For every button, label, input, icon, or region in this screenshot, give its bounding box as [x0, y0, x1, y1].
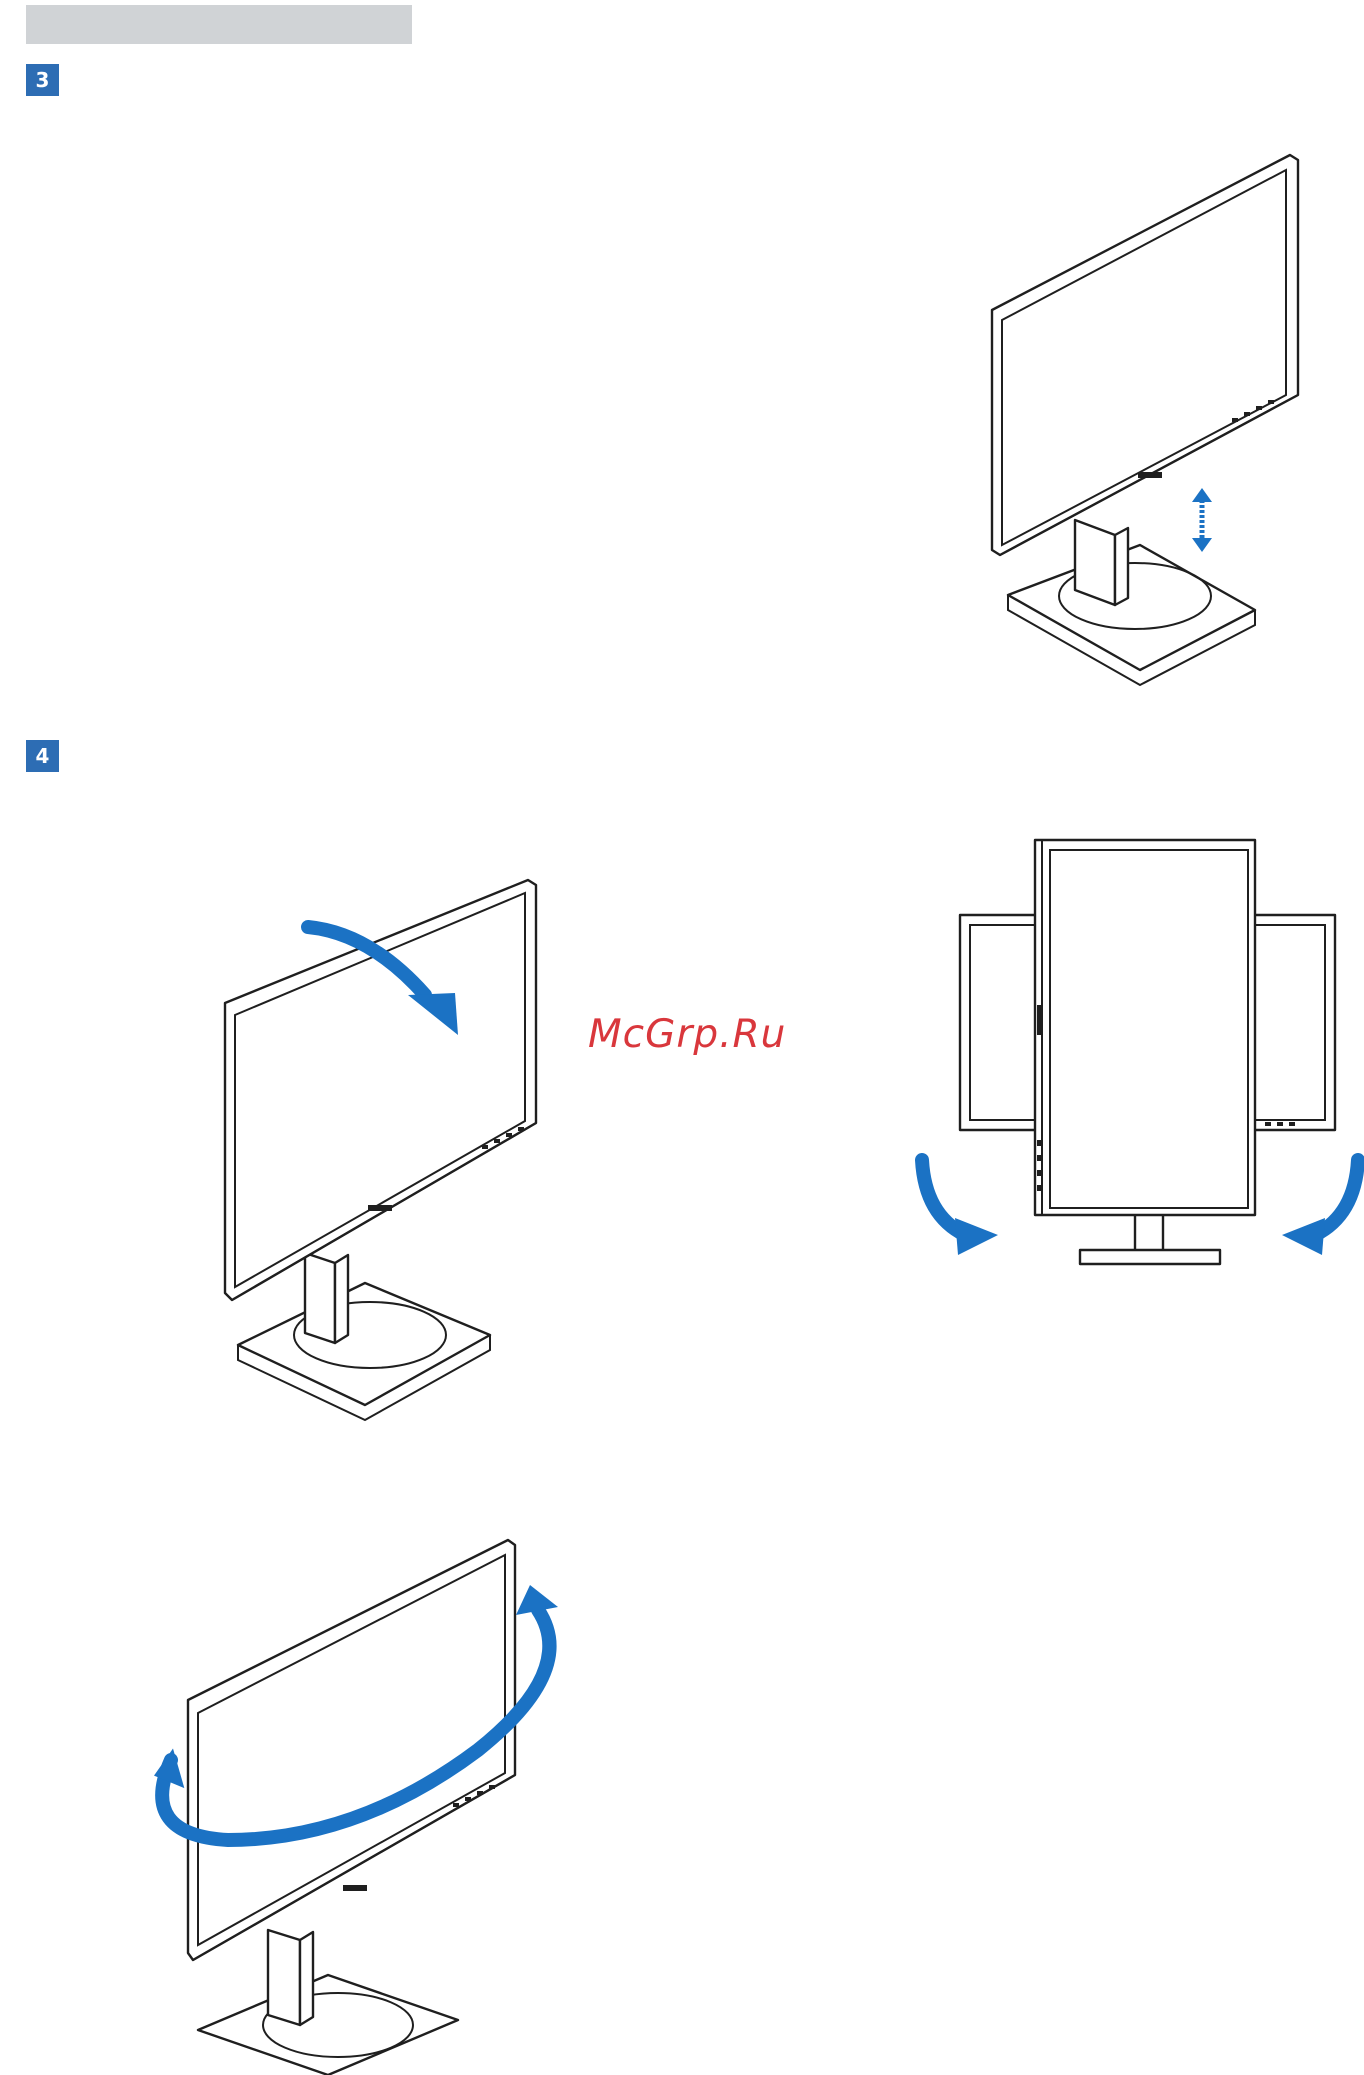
step-4-badge: 4 — [26, 740, 59, 772]
portrait-monitor-panel — [1035, 840, 1255, 1215]
monitor-panel — [225, 880, 536, 1300]
watermark-text: McGrp.Ru — [588, 1012, 786, 1057]
section-header-bar — [26, 5, 412, 44]
monitor-height-adjust-illustration — [980, 150, 1310, 670]
monitor-stand-neck — [305, 1253, 348, 1343]
monitor-stand-neck — [268, 1930, 313, 2025]
monitor-stand-base — [238, 1283, 490, 1420]
monitor-swivel-illustration — [148, 1535, 588, 2075]
monitor-panel — [992, 155, 1298, 555]
monitor-tilt-illustration — [220, 875, 550, 1415]
monitor-stand-base — [1008, 545, 1255, 685]
monitor-stand-base — [198, 1975, 458, 2075]
double-arrow-vertical-icon — [1192, 488, 1212, 552]
monitor-panel — [188, 1540, 515, 1960]
monitor-stand-neck — [1075, 520, 1128, 605]
step-3-badge: 3 — [26, 64, 59, 96]
monitor-pivot-illustration — [910, 835, 1364, 1275]
